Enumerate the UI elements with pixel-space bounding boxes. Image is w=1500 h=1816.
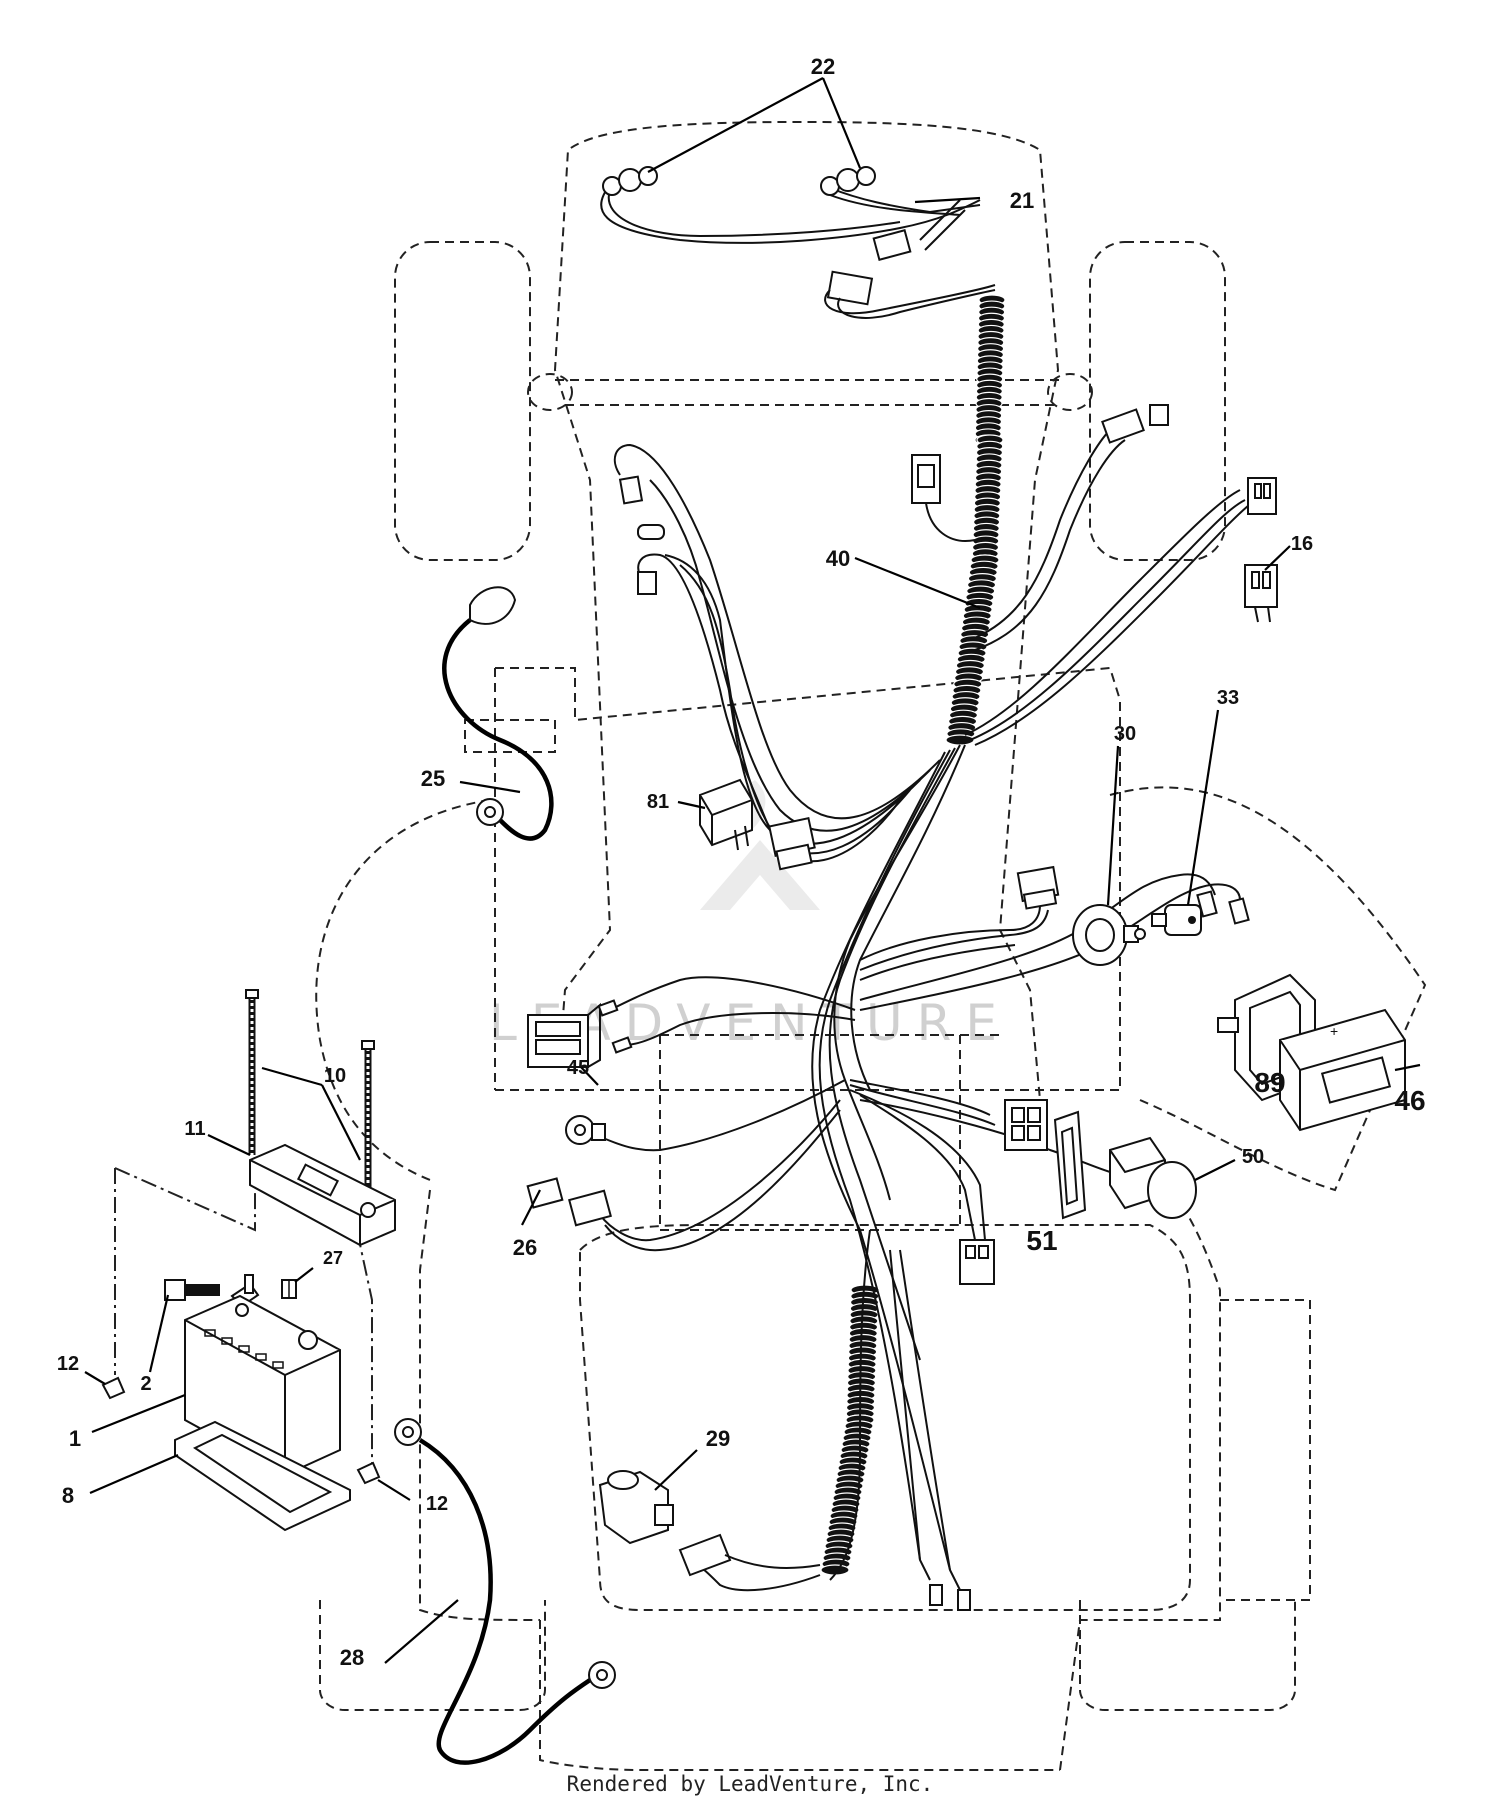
callout-51: 51 <box>1026 1225 1057 1256</box>
clip-12-left <box>101 1376 126 1400</box>
headlight-connector <box>872 229 912 261</box>
battery-holddown-11 <box>249 1143 396 1247</box>
module-45-terminals <box>597 999 633 1054</box>
callout-12-left: 12 <box>57 1353 79 1375</box>
callout-11: 11 <box>184 1118 205 1140</box>
callout-89: 89 <box>1254 1067 1285 1098</box>
headlight-bulb-left <box>602 166 658 196</box>
tractor-outline <box>114 120 1427 1771</box>
seat-switch-connector <box>678 1533 821 1577</box>
callout-10: 10 <box>324 1065 346 1087</box>
battery-tray-8 <box>174 1420 351 1532</box>
callout-labels: 22 21 40 16 25 33 30 81 89 46 45 10 11 5… <box>57 54 1426 1670</box>
gasket-51 <box>1053 1110 1087 1220</box>
connector-16-loose <box>1244 564 1278 623</box>
pto-connector <box>1101 404 1169 444</box>
relay-81 <box>699 778 753 851</box>
fuse-26 <box>526 1177 612 1227</box>
callout-1: 1 <box>69 1426 81 1451</box>
callout-40: 40 <box>826 546 850 571</box>
interlock-connector <box>911 454 976 542</box>
callout-81: 81 <box>647 791 669 813</box>
bolt-2 <box>164 1279 220 1301</box>
callout-22: 22 <box>811 54 835 79</box>
seat-switch-29 <box>598 1470 674 1545</box>
callout-8: 8 <box>62 1483 74 1508</box>
ignition-key-33 <box>1151 904 1202 936</box>
render-credit: Rendered by LeadVenture, Inc. <box>566 1772 934 1796</box>
hour-meter-terminals <box>1196 890 1250 925</box>
callout-29: 29 <box>706 1426 730 1451</box>
callout-33: 33 <box>1217 687 1239 709</box>
callout-30: 30 <box>1114 723 1136 745</box>
cable-25 <box>442 586 554 841</box>
callout-16: 16 <box>1291 533 1313 555</box>
relay-connector <box>768 816 816 871</box>
wire-loom-lower <box>820 1284 880 1576</box>
clip-12-right <box>356 1461 381 1485</box>
ignition-switch-30 <box>1072 904 1146 966</box>
callout-46: 46 <box>1394 1085 1425 1116</box>
callout-21: 21 <box>1010 188 1034 213</box>
bottom-terminals <box>929 1584 971 1611</box>
ignition-connector <box>1016 865 1060 910</box>
wire-loom-upper <box>945 294 1006 746</box>
callout-50: 50 <box>1242 1146 1264 1168</box>
nut-27 <box>281 1279 297 1299</box>
module-45 <box>527 1002 601 1068</box>
harness-front-connector <box>826 270 874 306</box>
leader-lines <box>84 77 1421 1664</box>
battery-bolts-10 <box>245 989 375 1190</box>
main-harness <box>594 294 1256 1592</box>
pto-switch-50 <box>1109 1136 1197 1219</box>
svg-text:+: + <box>1330 1023 1338 1039</box>
hour-meter-46: + <box>1279 1008 1406 1132</box>
callout-45: 45 <box>567 1057 589 1079</box>
callout-27: 27 <box>323 1248 343 1268</box>
callout-2: 2 <box>140 1373 151 1395</box>
harness-main-connector <box>1004 1099 1048 1151</box>
ring-terminal-ground <box>565 1115 606 1145</box>
connector-lower <box>959 1239 995 1285</box>
callout-28: 28 <box>340 1645 364 1670</box>
connector-16 <box>1247 477 1277 515</box>
callout-12-right: 12 <box>426 1493 448 1515</box>
callout-26: 26 <box>513 1235 537 1260</box>
callout-25: 25 <box>421 766 445 791</box>
terminal-upper <box>618 475 665 595</box>
headlight-bulb-right <box>820 166 876 196</box>
headlight-harness <box>600 166 996 319</box>
cable-28 <box>394 1418 616 1765</box>
